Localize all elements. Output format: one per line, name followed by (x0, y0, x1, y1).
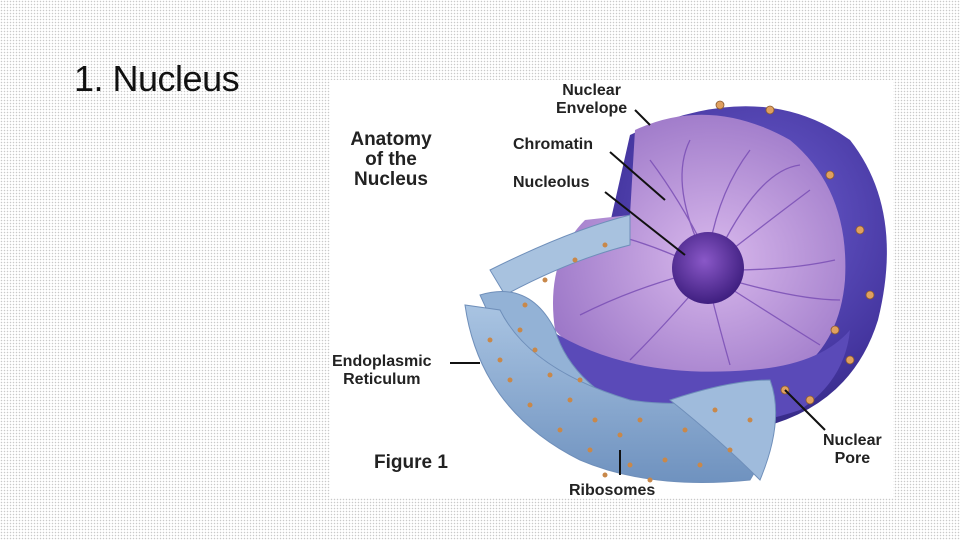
label-ribosomes: Ribosomes (569, 482, 656, 498)
nucleolus-mass (672, 232, 744, 304)
nuclear-pores (715, 100, 875, 405)
figure-heading: Anatomy of the Nucleus (336, 130, 446, 190)
slide-title: 1. Nucleus (74, 58, 240, 99)
label-line: Envelope (556, 100, 628, 117)
label-chromatin: Chromatin (513, 136, 593, 153)
nucleus-illustration (450, 100, 887, 483)
nucleus-figure: Anatomy of the Nucleus Nuclear Envelope … (330, 80, 893, 498)
label-line: Reticulum (343, 371, 421, 388)
label-line: Endoplasmic (332, 353, 432, 370)
label-endoplasmic-reticulum: Endoplasmic Reticulum (332, 353, 432, 389)
figure-heading-line: of the (365, 149, 417, 170)
label-nuclear-pore: Nuclear Pore (823, 432, 882, 468)
ribosome-dots (487, 242, 753, 483)
label-line: Nuclear (823, 432, 882, 449)
label-nuclear-envelope: Nuclear Envelope (556, 82, 627, 118)
figure-caption: Figure 1 (374, 452, 448, 473)
er-layer-back (489, 214, 631, 296)
label-line: Nuclear (562, 82, 621, 99)
figure-heading-line: Nucleus (354, 169, 428, 190)
figure-heading-line: Anatomy (350, 129, 432, 150)
label-line: Pore (834, 450, 871, 467)
leader-lines (450, 109, 826, 475)
label-nucleolus: Nucleolus (513, 174, 590, 191)
er-fold (668, 379, 777, 481)
